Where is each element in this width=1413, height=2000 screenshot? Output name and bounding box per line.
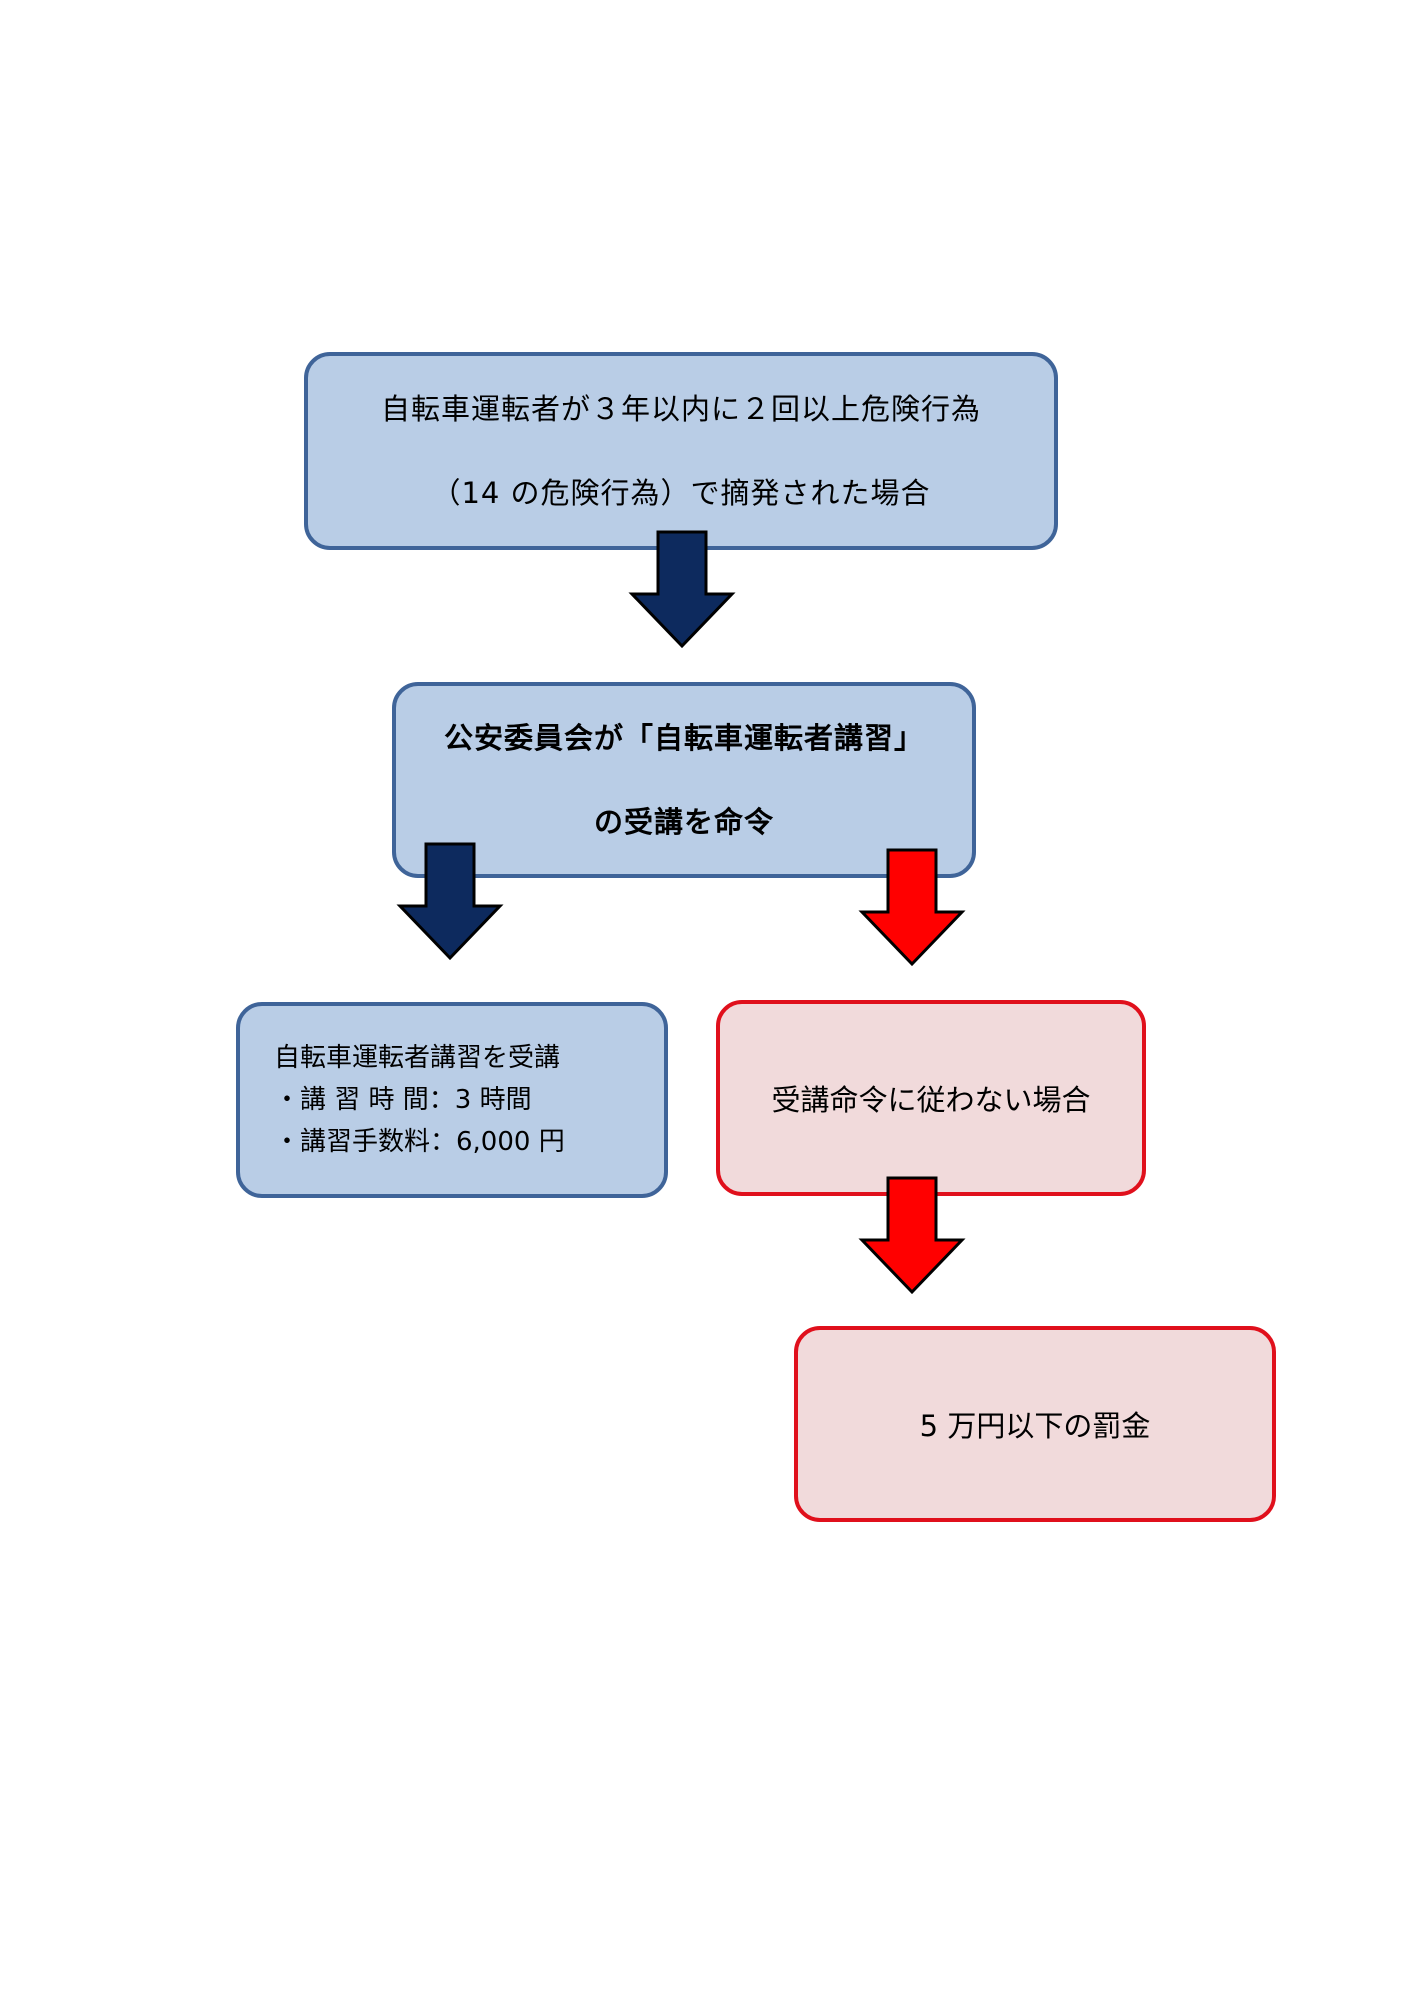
arrow-refuse-to-penalty (858, 1176, 966, 1295)
arrow-order-to-attend (396, 842, 504, 961)
arrow-start-to-order (628, 530, 736, 649)
attend-course-title: 自転車運転者講習を受講 (274, 1043, 561, 1073)
penalty-box: 5 万円以下の罰金 (794, 1326, 1276, 1522)
refuse-order-label: 受講命令に従わない場合 (771, 1083, 1091, 1117)
start-condition-box: 自転車運転者が３年以内に２回以上危険行為 （14 の危険行為）で摘発された場合 (304, 352, 1058, 550)
attend-course-box: 自転車運転者講習を受講 ・講 習 時 間：3 時間 ・講習手数料：6,000 円 (236, 1002, 668, 1198)
start-condition-line-1: 自転車運転者が３年以内に２回以上危険行為 (380, 392, 981, 426)
refuse-order-box: 受講命令に従わない場合 (716, 1000, 1146, 1196)
order-line-2: の受講を命令 (593, 805, 774, 839)
order-box: 公安委員会が「自転車運転者講習」 の受講を命令 (392, 682, 976, 878)
arrow-order-to-refuse (858, 848, 966, 967)
start-condition-line-2: （14 の危険行為）で摘発された場合 (431, 476, 931, 510)
course-duration-item: ・講 習 時 間：3 時間 (274, 1085, 532, 1115)
penalty-label: 5 万円以下の罰金 (919, 1409, 1151, 1443)
course-fee-item: ・講習手数料：6,000 円 (274, 1127, 565, 1157)
order-line-1: 公安委員会が「自転車運転者講習」 (443, 721, 924, 755)
